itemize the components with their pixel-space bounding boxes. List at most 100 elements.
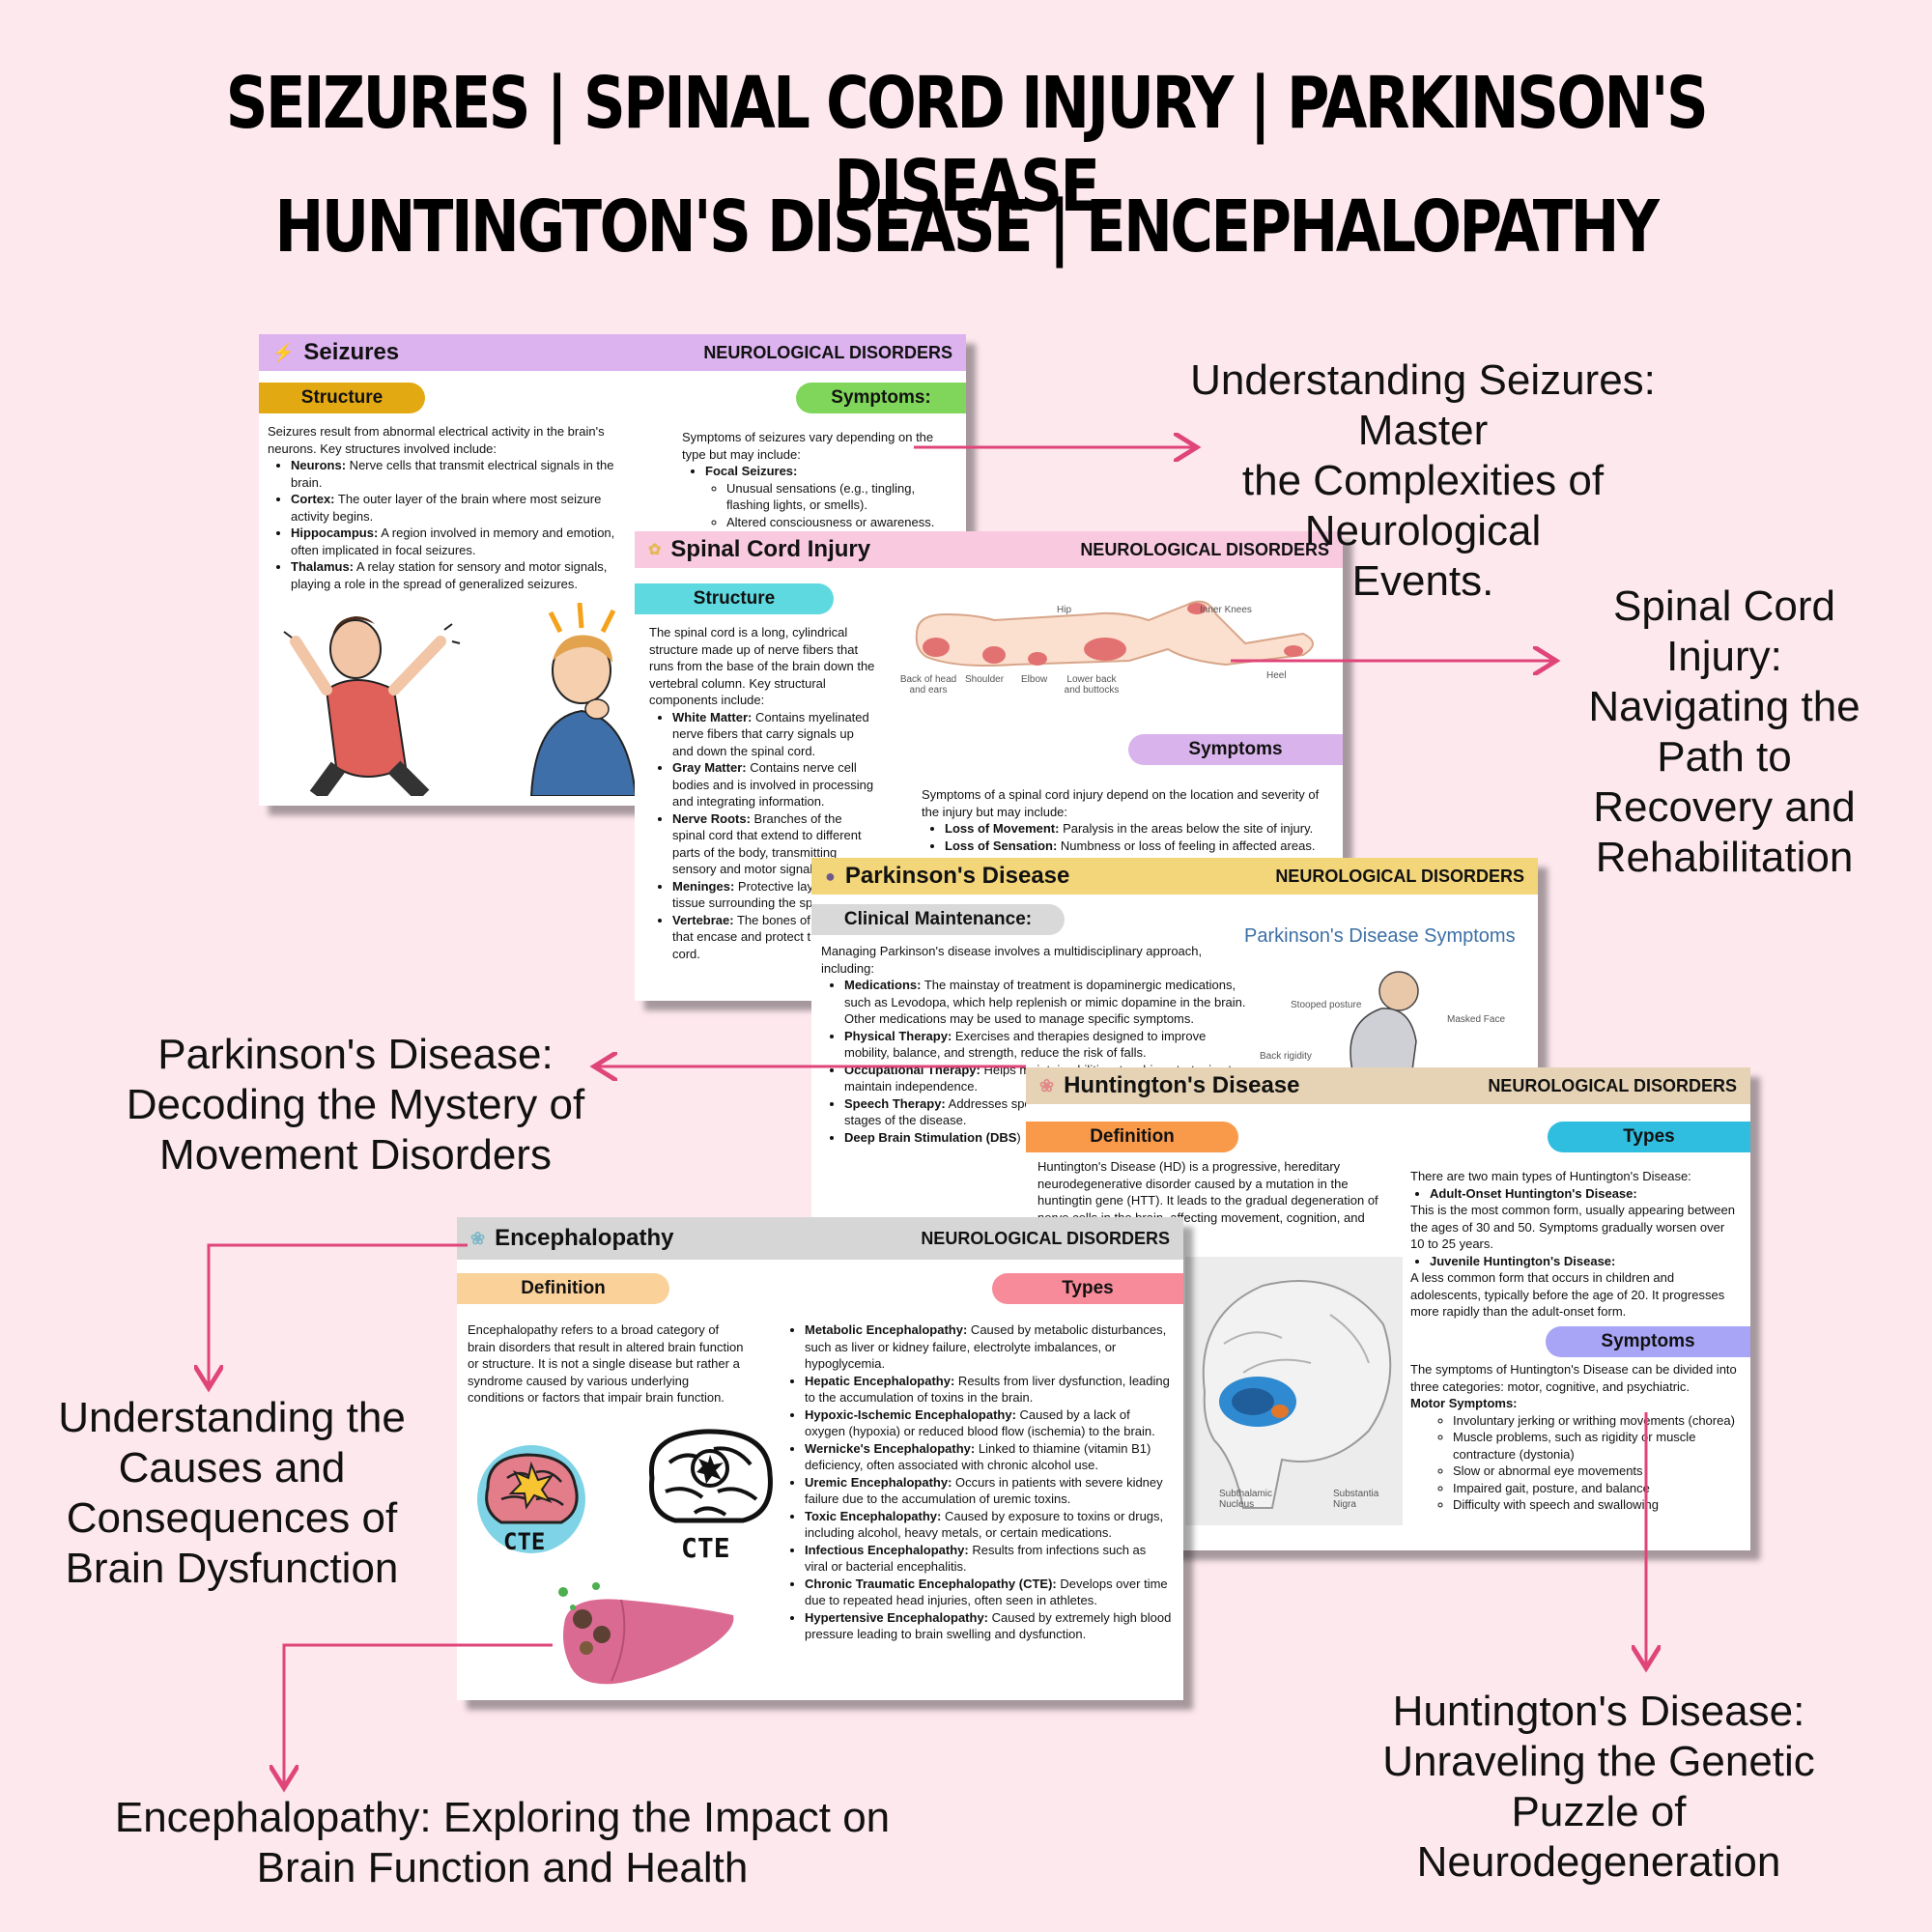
caption-encephalopathy: Encephalopathy: Exploring the Impact on … — [114, 1794, 891, 1891]
figure-label-inner-knees: Inner Knees — [1200, 605, 1252, 615]
list-item: Hypoxic-Ischemic Encephalopathy: Caused … — [805, 1406, 1172, 1440]
list-item: Juvenile Huntington's Disease: — [1430, 1253, 1739, 1270]
spinal-card-header: ✿ Spinal Cord Injury NEUROLOGICAL DISORD… — [635, 531, 1343, 568]
parkinsons-card-header: ● Parkinson's Disease NEUROLOGICAL DISOR… — [811, 858, 1538, 895]
caption-huntingtons: Huntington's Disease: Unraveling the Gen… — [1382, 1688, 1815, 1886]
seizures-card-title: Seizures — [303, 339, 400, 365]
spinal-card-tag: NEUROLOGICAL DISORDERS — [1080, 539, 1329, 559]
parkinsons-maintenance-pill: Clinical Maintenance: — [811, 904, 1065, 935]
parkinsons-card-title: Parkinson's Disease — [844, 863, 1070, 889]
seizures-structure-pill: Structure — [259, 383, 425, 413]
encephalopathy-types-pill: Types — [992, 1273, 1183, 1304]
list-item: Altered consciousness or awareness. — [726, 514, 952, 531]
huntingtons-definition-pill: Definition — [1026, 1122, 1238, 1152]
encephalopathy-card-header: ❀ Encephalopathy NEUROLOGICAL DISORDERS — [457, 1217, 1183, 1260]
huntingtons-card-tag: NEUROLOGICAL DISORDERS — [1488, 1075, 1737, 1095]
seizures-symptoms-pill: Symptoms: — [796, 383, 966, 413]
headline-line-2: HUNTINGTON'S DISEASE | ENCEPHALOPATHY — [274, 185, 1660, 269]
huntingtons-card-header: ❀ Huntington's Disease NEUROLOGICAL DISO… — [1026, 1067, 1750, 1104]
list-item: Muscle problems, such as rigidity or mus… — [1453, 1429, 1739, 1463]
huntingtons-card: ❀ Huntington's Disease NEUROLOGICAL DISO… — [1026, 1067, 1750, 1550]
spinal-structure-pill: Structure — [635, 583, 834, 614]
figure-label-substantia: Substantia Nigra — [1333, 1489, 1379, 1510]
list-item: Gray Matter: Contains nerve cell bodies … — [672, 759, 877, 810]
list-item: Impaired gait, posture, and balance — [1453, 1480, 1739, 1497]
list-item: Nerve Roots: Branches of the spinal cord… — [672, 810, 877, 878]
seizures-card-tag: NEUROLOGICAL DISORDERS — [703, 342, 952, 362]
cte-brain-color-icon — [477, 1445, 585, 1553]
list-item: Thalamus: A relay station for sensory an… — [291, 558, 635, 592]
list-item: White Matter: Contains myelinated nerve … — [672, 709, 877, 760]
list-item: Physical Therapy: Exercises and therapie… — [844, 1028, 1246, 1062]
huntingtons-definition-text: Huntington's Disease (HD) is a progressi… — [1037, 1159, 1378, 1241]
list-item: Unusual sensations (e.g., tingling, flas… — [726, 480, 952, 514]
list-item: Chronic Traumatic Encephalopathy (CTE): … — [805, 1576, 1172, 1609]
headline-line-1: SEIZURES | SPINAL CORD INJURY | PARKINSO… — [225, 62, 1709, 228]
spinal-symptoms-pill: Symptoms — [1128, 734, 1343, 765]
seizure-person-illustration — [283, 616, 461, 796]
list-item: Loss of Movement: Paralysis in the areas… — [945, 820, 1337, 838]
seizures-symptoms-text: Symptoms of seizures vary depending on t… — [682, 429, 952, 530]
huntingtons-card-title: Huntington's Disease — [1064, 1072, 1300, 1098]
seizures-structure-text: Seizures result from abnormal electrical… — [268, 423, 635, 592]
list-item: Adult-Onset Huntington's Disease: — [1430, 1185, 1739, 1203]
parkinsons-maintenance-text: Managing Parkinson's disease involves a … — [821, 943, 1246, 1146]
figure-label-back-of-head: Back of head and ears — [899, 674, 957, 696]
huntingtons-types-text: There are two main types of Huntington's… — [1410, 1168, 1739, 1321]
list-item: Toxic Encephalopathy: Caused by exposure… — [805, 1508, 1172, 1542]
figure-label-heel: Heel — [1266, 670, 1287, 681]
caption-parkinsons: Parkinson's Disease: Decoding the Myster… — [126, 1031, 585, 1179]
list-item: Focal Seizures: Unusual sensations (e.g.… — [705, 463, 952, 530]
list-item: Deep Brain Stimulation (DBS) — [844, 1129, 1246, 1147]
huntingtons-symptoms-pill: Symptoms — [1546, 1326, 1750, 1357]
huntingtons-types-pill: Types — [1548, 1122, 1750, 1152]
cte-brain-outline-icon — [648, 1429, 773, 1523]
encephalopathy-definition-pill: Definition — [457, 1273, 669, 1304]
list-item: Medications: The mainstay of treatment i… — [844, 977, 1246, 1028]
encephalopathy-definition-text: Encephalopathy refers to a broad categor… — [468, 1322, 744, 1405]
parkinsons-figure-title: Parkinson's Disease Symptoms — [1244, 925, 1516, 947]
list-item: Cortex: The outer layer of the brain whe… — [291, 491, 635, 525]
spinal-structure-text: The spinal cord is a long, cylindrical s… — [649, 624, 877, 962]
stooped-man-illustration — [1350, 971, 1419, 1070]
list-item: Neurons: Nerve cells that transmit elect… — [291, 457, 635, 491]
spinal-symptoms-text: Symptoms of a spinal cord injury depend … — [922, 786, 1337, 854]
list-item: Metabolic Encephalopathy: Caused by meta… — [805, 1321, 1172, 1373]
encephalopathy-card-tag: NEUROLOGICAL DISORDERS — [921, 1228, 1170, 1248]
encephalopathy-types-text: Metabolic Encephalopathy: Caused by meta… — [785, 1321, 1172, 1643]
caption-causes: Understanding the Causes and Consequence… — [58, 1394, 406, 1592]
figure-label-back-rigidity: Back rigidity — [1260, 1051, 1312, 1062]
cte-label-2: CTE — [681, 1532, 730, 1564]
list-item: Uremic Encephalopathy: Occurs in patient… — [805, 1474, 1172, 1508]
list-item: Difficulty with speech and swallowing — [1453, 1496, 1739, 1514]
cte-label-1: CTE — [503, 1528, 546, 1555]
figure-label-stooped-posture: Stooped posture — [1291, 1000, 1362, 1010]
list-item: Involuntary jerking or writhing movement… — [1453, 1412, 1739, 1430]
encephalopathy-card: ❀ Encephalopathy NEUROLOGICAL DISORDERS … — [457, 1217, 1183, 1700]
seizures-card-header: ⚡ Seizures NEUROLOGICAL DISORDERS — [259, 334, 966, 371]
spine-icon: ✿ — [648, 542, 662, 558]
brain-icon: ❀ — [1039, 1075, 1055, 1095]
list-item: Hepatic Encephalopathy: Results from liv… — [805, 1373, 1172, 1406]
list-item: Wernicke's Encephalopathy: Linked to thi… — [805, 1440, 1172, 1474]
brain-icon: ● — [825, 866, 836, 886]
list-item: Hippocampus: A region involved in memory… — [291, 525, 635, 558]
list-item: Loss of Sensation: Numbness or loss of f… — [945, 838, 1337, 855]
encephalopathy-card-title: Encephalopathy — [495, 1225, 674, 1251]
caption-seizures: Understanding Seizures: Master the Compl… — [1190, 356, 1656, 605]
brain-icon: ❀ — [470, 1228, 486, 1248]
arrow-encephalopathy — [284, 1643, 553, 1785]
parkinsons-card-tag: NEUROLOGICAL DISORDERS — [1275, 866, 1524, 886]
arrow-causes — [209, 1243, 468, 1385]
brain-cross-section-illustration — [1185, 1257, 1403, 1525]
list-item: Infectious Encephalopathy: Results from … — [805, 1542, 1172, 1576]
figure-label-elbow: Elbow — [1021, 674, 1048, 685]
spinal-card-title: Spinal Cord Injury — [670, 536, 871, 562]
figure-label-subthalamic: Subthalamic Nucleus — [1219, 1489, 1273, 1510]
pressure-points-figure — [915, 600, 1314, 667]
figure-label-shoulder: Shoulder — [965, 674, 1005, 685]
caption-spinal: Spinal Cord Injury: Navigating the Path … — [1588, 582, 1861, 881]
figure-label-masked-face: Masked Face — [1447, 1014, 1506, 1025]
seizure-icon: ⚡ — [272, 342, 295, 362]
